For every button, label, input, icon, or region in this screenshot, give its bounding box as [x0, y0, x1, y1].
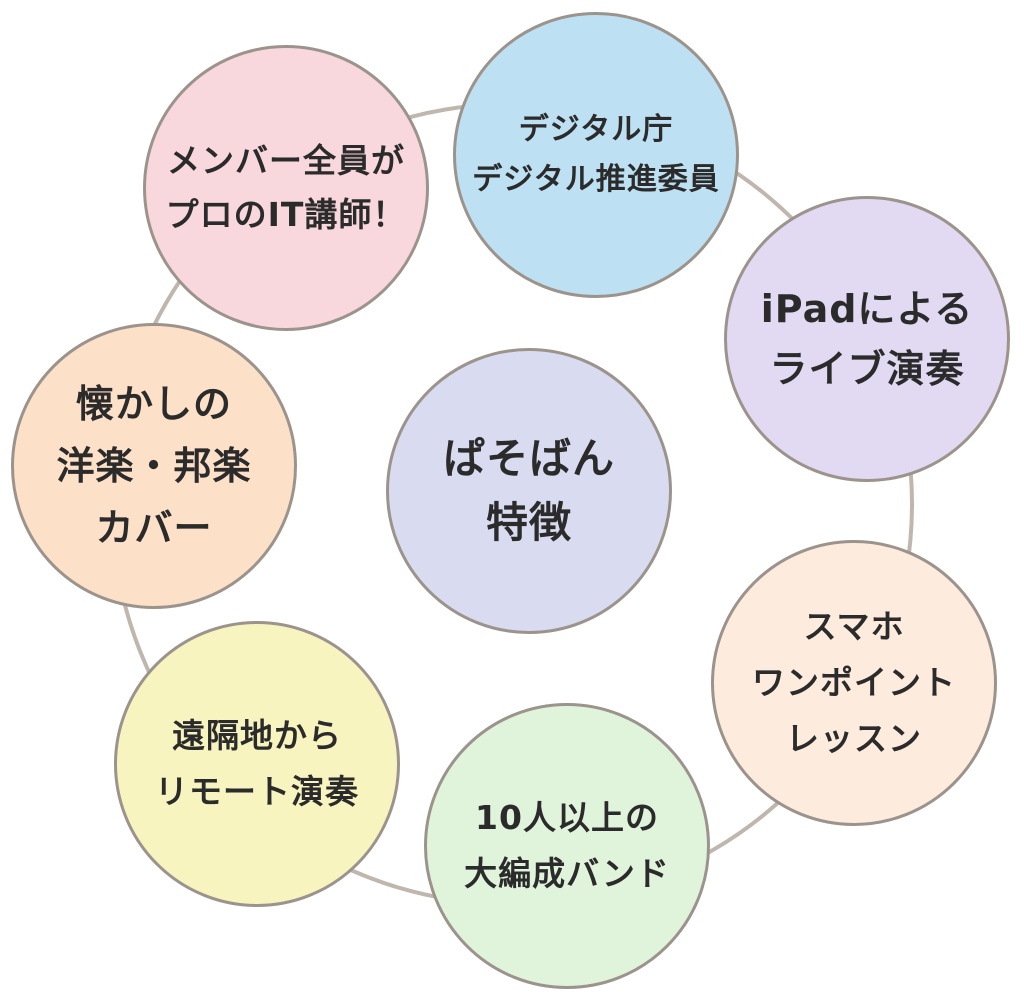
node-ipad-line-1: iPadによる	[760, 287, 974, 331]
node-members-line-1: メンバー全員が	[167, 141, 405, 180]
node-cover-line-1: 懐かしの	[75, 382, 232, 426]
node-digital-line-1: デジタル庁	[518, 112, 674, 147]
node-remote-line-2: リモート演奏	[155, 772, 359, 811]
node-cover-line-2: 洋楽・邦楽	[56, 444, 252, 488]
center-line-1: ぱそばん	[442, 434, 615, 483]
node-ipad: iPadによる ライブ演奏	[724, 196, 1010, 482]
node-cover-line-3: カバー	[95, 506, 213, 550]
node-digital-line-2: デジタル推進委員	[472, 162, 720, 197]
node-digital: デジタル庁 デジタル推進委員	[453, 12, 739, 298]
node-ipad-line-2: ライブ演奏	[769, 347, 965, 391]
node-remote-line-1: 遠隔地から	[172, 716, 342, 755]
node-smartphone-line-1: スマホ	[803, 607, 905, 646]
node-smartphone-line-3: レッスン	[786, 719, 922, 758]
node-band-line-1: 10人以上の	[475, 798, 659, 837]
node-smartphone-line-2: ワンポイント	[752, 663, 956, 702]
center-node: ぱそばん 特徴	[386, 348, 672, 634]
center-line-2: 特徴	[485, 498, 572, 547]
node-cover: 懐かしの 洋楽・邦楽 カバー	[11, 323, 297, 609]
node-smartphone: スマホ ワンポイント レッスン	[711, 540, 997, 826]
node-band-line-2: 大編成バンド	[464, 854, 670, 893]
node-remote: 遠隔地から リモート演奏	[114, 621, 400, 907]
node-members-line-2: プロのIT講師！	[165, 195, 407, 234]
node-members: メンバー全員が プロのIT講師！	[143, 45, 429, 331]
node-band: 10人以上の 大編成バンド	[424, 703, 710, 989]
